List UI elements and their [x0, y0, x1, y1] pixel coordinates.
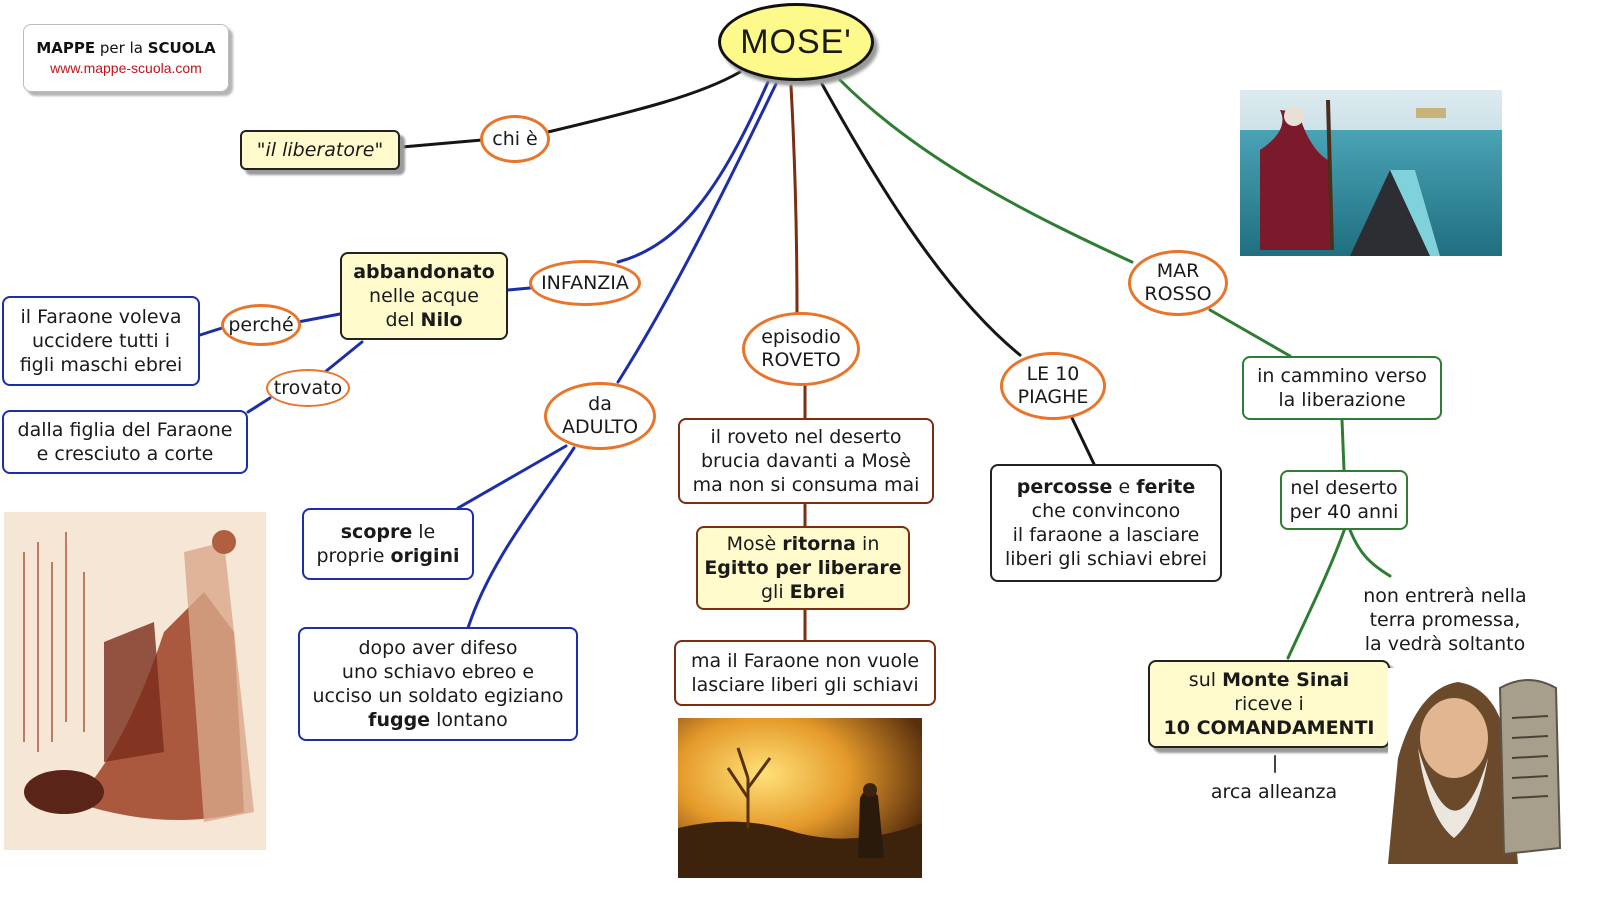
del-text: del — [385, 309, 421, 331]
gli-text: gli — [760, 581, 790, 603]
deserto-line2: per 40 anni — [1289, 501, 1399, 523]
node-nel-deserto: nel deserto per 40 anni — [1280, 470, 1408, 530]
da-adulto-line1: da — [588, 393, 612, 415]
moses-found-in-nile-picture — [4, 512, 266, 850]
non-entrera-line1: non entrerà nella — [1363, 585, 1527, 607]
fugge-line3: ucciso un soldato egiziano — [312, 685, 564, 707]
roveto-line2: ROVETO — [761, 349, 841, 371]
node-non-entrera: non entrerà nella terra promessa, la ved… — [1352, 584, 1538, 656]
roveto-desc-line1: il roveto nel deserto — [710, 426, 902, 448]
node-fugge-lontano: dopo aver difeso uno schiavo ebreo e ucc… — [298, 627, 578, 741]
fugge-text: fugge — [368, 709, 431, 731]
deserto-line1: nel deserto — [1290, 477, 1398, 499]
connector-perche: perché — [221, 304, 301, 346]
logo-scuola: SCUOLA — [147, 39, 216, 57]
percosse-line3: il faraone a lasciare — [1012, 524, 1200, 546]
site-logo[interactable]: MAPPE per la SCUOLA www.mappe-scuola.com — [23, 24, 229, 92]
origini-text: origini — [390, 545, 460, 567]
faraone-non-line1: ma il Faraone non vuole — [690, 650, 920, 672]
percosse-line2: che convincono — [1031, 500, 1181, 522]
le-text: le — [412, 521, 436, 543]
node-faraone-non-vuole: ma il Faraone non vuole lasciare liberi … — [674, 640, 936, 706]
node-abbandonato-nilo: abbandonato nelle acque del Nilo — [340, 252, 508, 340]
logo-url[interactable]: www.mappe-scuola.com — [50, 60, 202, 76]
connector-episodio-roveto: episodio ROVETO — [742, 312, 860, 386]
abbandonato-text: abbandonato — [353, 261, 495, 283]
central-topic-label: MOSE' — [740, 22, 852, 61]
roveto-desc-line3: ma non si consuma mai — [692, 474, 920, 496]
connector-trovato-label: trovato — [273, 376, 343, 399]
connector-mar-rosso: MAR ROSSO — [1128, 250, 1228, 316]
node-roveto-deserto: il roveto nel deserto brucia davanti a M… — [678, 418, 934, 504]
piaghe-line1: LE 10 — [1026, 363, 1080, 385]
connector-infanzia: INFANZIA — [529, 260, 641, 306]
non-entrera-line2: terra promessa, — [1369, 609, 1521, 631]
scopre-text: scopre — [340, 521, 413, 543]
node-faraone-voleva: il Faraone voleva uccidere tutti i figli… — [2, 296, 200, 386]
roveto-line1: episodio — [761, 326, 841, 348]
piaghe-line2: PIAGHE — [1017, 386, 1089, 408]
fugge-line2: uno schiavo ebreo e — [341, 661, 535, 683]
nilo-text: Nilo — [420, 309, 463, 331]
connector-perche-label: perché — [228, 313, 294, 336]
moses-with-tablets-picture — [1388, 668, 1564, 864]
ebrei-text: Ebrei — [789, 581, 846, 603]
node-il-liberatore-label: "il liberatore" — [256, 139, 384, 161]
proprie-text: proprie — [316, 545, 391, 567]
nelle-acque-text: nelle acque — [369, 285, 479, 307]
faraone-voleva-line3: figli maschi ebrei — [19, 354, 183, 376]
burning-bush-picture — [678, 718, 922, 878]
mose-text: Mosè — [726, 533, 783, 555]
riceve-text: riceve i — [1234, 693, 1304, 715]
figlia-line2: e cresciuto a corte — [36, 443, 214, 465]
node-scopre-origini: scopre le proprie origini — [302, 508, 474, 580]
ferite-text: ferite — [1136, 476, 1196, 498]
logo-mappe: MAPPE — [36, 39, 96, 57]
connector-chi-e: chi è — [480, 115, 550, 163]
logo-per-la: per la — [95, 39, 148, 57]
cammino-line1: in cammino verso — [1257, 365, 1427, 387]
connector-chi-e-label: chi è — [492, 127, 538, 150]
node-monte-sinai: sul Monte Sinai riceve i 10 COMANDAMENTI — [1148, 660, 1390, 748]
comandamenti-text: 10 COMANDAMENTI — [1163, 717, 1375, 739]
arca-alleanza-label: arca alleanza — [1210, 781, 1338, 803]
node-in-cammino: in cammino verso la liberazione — [1242, 356, 1442, 420]
connector-le-10-piaghe: LE 10 PIAGHE — [1000, 352, 1106, 420]
percosse-line4: liberi gli schiavi ebrei — [1004, 548, 1208, 570]
node-il-liberatore: "il liberatore" — [240, 130, 400, 170]
non-entrera-line3: la vedrà soltanto — [1364, 633, 1526, 655]
node-figlia-faraone: dalla figlia del Faraone e cresciuto a c… — [2, 410, 248, 474]
da-adulto-line2: ADULTO — [561, 416, 639, 438]
faraone-voleva-line1: il Faraone voleva — [20, 306, 182, 328]
connector-da-adulto: da ADULTO — [544, 382, 656, 450]
faraone-voleva-line2: uccidere tutti i — [31, 330, 171, 352]
figlia-line1: dalla figlia del Faraone — [17, 419, 233, 441]
node-percosse-ferite: percosse e ferite che convincono il fara… — [990, 464, 1222, 582]
node-ritorna-egitto: Mosè ritorna in Egitto per liberare gli … — [696, 526, 910, 610]
sul-text: sul — [1188, 669, 1223, 691]
node-arca-alleanza: arca alleanza — [1194, 780, 1354, 804]
faraone-non-line2: lasciare liberi gli schiavi — [691, 674, 919, 696]
egitto-text: Egitto per liberare — [704, 557, 902, 579]
e-text: e — [1112, 476, 1137, 498]
moses-parting-red-sea-picture — [1240, 90, 1502, 256]
lontano-text: lontano — [430, 709, 508, 731]
fugge-line1: dopo aver difeso — [358, 637, 518, 659]
roveto-desc-line2: brucia davanti a Mosè — [700, 450, 911, 472]
mar-rosso-line1: MAR — [1156, 260, 1200, 282]
ritorna-text: ritorna — [782, 533, 857, 555]
connector-infanzia-label: INFANZIA — [541, 271, 629, 294]
central-topic-mose: MOSE' — [718, 3, 874, 81]
cammino-line2: la liberazione — [1278, 389, 1406, 411]
monte-sinai-text: Monte Sinai — [1222, 669, 1350, 691]
in-text: in — [856, 533, 880, 555]
mar-rosso-line2: ROSSO — [1144, 283, 1212, 305]
connector-trovato: trovato — [266, 369, 350, 407]
percosse-text: percosse — [1016, 476, 1113, 498]
